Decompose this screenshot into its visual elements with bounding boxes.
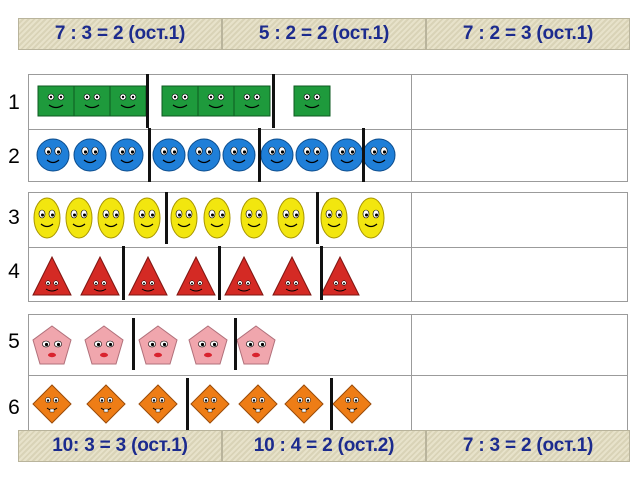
diamond-face-icon xyxy=(238,384,278,424)
group-divider-line xyxy=(330,378,333,430)
equation-text: 10: 3 = 3 (ост.1) xyxy=(52,435,188,456)
circle-face-icon xyxy=(152,138,186,172)
group-divider-line xyxy=(362,128,365,182)
row-number-6: 6 xyxy=(8,396,20,419)
rectangle-face-icon xyxy=(161,85,199,117)
circle-face-icon xyxy=(260,138,294,172)
oval-face-icon xyxy=(240,197,268,239)
row-number-3: 3 xyxy=(8,206,20,229)
pentagon-face-icon xyxy=(84,325,124,365)
diamond-face-icon xyxy=(284,384,324,424)
rectangle-face-icon xyxy=(109,85,147,117)
diamond-face-icon xyxy=(86,384,126,424)
triangle-face-icon xyxy=(128,255,168,296)
diamond-face-icon xyxy=(138,384,178,424)
group-divider-line xyxy=(234,318,237,370)
oval-face-icon xyxy=(133,197,161,239)
row-number-4: 4 xyxy=(8,260,20,283)
pentagon-face-icon xyxy=(138,325,178,365)
group-divider-line xyxy=(218,246,221,300)
circle-face-icon xyxy=(110,138,144,172)
equation-badge-bottom-3: 7 : 3 = 2 (ост.1) xyxy=(426,430,630,462)
equation-text: 5 : 2 = 2 (ост.1) xyxy=(258,23,390,44)
triangle-face-icon xyxy=(272,255,312,296)
circle-face-icon xyxy=(330,138,364,172)
pentagon-face-icon xyxy=(188,325,228,365)
rectangle-face-icon xyxy=(233,85,271,117)
equation-text: 7 : 3 = 2 (ост.1) xyxy=(54,23,186,44)
rectangle-face-icon xyxy=(293,85,331,117)
equation-badge-top-1: 7 : 3 = 2 (ост.1) xyxy=(18,18,222,50)
circle-face-icon xyxy=(36,138,70,172)
equation-text: 10 : 4 = 2 (ост.2) xyxy=(253,435,395,456)
oval-face-icon xyxy=(320,197,348,239)
group-divider-line xyxy=(165,192,168,244)
shape-table-2 xyxy=(28,192,628,302)
oval-face-icon xyxy=(203,197,231,239)
oval-face-icon xyxy=(357,197,385,239)
triangle-face-icon xyxy=(320,255,360,296)
oval-face-icon xyxy=(33,197,61,239)
rectangle-face-icon xyxy=(73,85,111,117)
rectangle-face-icon xyxy=(197,85,235,117)
equation-text: 7 : 2 = 3 (ост.1) xyxy=(462,23,594,44)
group-divider-line xyxy=(186,378,189,430)
triangle-face-icon xyxy=(80,255,120,296)
rectangle-face-icon xyxy=(37,85,75,117)
row-number-5: 5 xyxy=(8,330,20,353)
group-divider-line xyxy=(316,192,319,244)
group-divider-line xyxy=(272,74,275,128)
equation-text: 7 : 3 = 2 (ост.1) xyxy=(462,435,594,456)
circle-face-icon xyxy=(295,138,329,172)
oval-face-icon xyxy=(97,197,125,239)
oval-face-icon xyxy=(170,197,198,239)
circle-face-icon xyxy=(73,138,107,172)
triangle-face-icon xyxy=(224,255,264,296)
group-divider-line xyxy=(320,246,323,300)
oval-face-icon xyxy=(65,197,93,239)
shape-table-1 xyxy=(28,74,628,182)
circle-face-icon xyxy=(187,138,221,172)
circle-face-icon xyxy=(362,138,396,172)
equation-badge-bottom-1: 10: 3 = 3 (ост.1) xyxy=(18,430,222,462)
diamond-face-icon xyxy=(332,384,372,424)
row-number-2: 2 xyxy=(8,145,20,168)
circle-face-icon xyxy=(222,138,256,172)
diamond-face-icon xyxy=(32,384,72,424)
equation-badge-top-2: 5 : 2 = 2 (ост.1) xyxy=(222,18,426,50)
oval-face-icon xyxy=(277,197,305,239)
group-divider-line xyxy=(132,318,135,370)
group-divider-line xyxy=(122,246,125,300)
diamond-face-icon xyxy=(190,384,230,424)
equation-badge-bottom-2: 10 : 4 = 2 (ост.2) xyxy=(222,430,426,462)
row-number-1: 1 xyxy=(8,91,20,114)
triangle-face-icon xyxy=(32,255,72,296)
group-divider-line xyxy=(146,74,149,128)
triangle-face-icon xyxy=(176,255,216,296)
equation-badge-top-3: 7 : 2 = 3 (ост.1) xyxy=(426,18,630,50)
group-divider-line xyxy=(148,128,151,182)
group-divider-line xyxy=(258,128,261,182)
pentagon-face-icon xyxy=(32,325,72,365)
pentagon-face-icon xyxy=(236,325,276,365)
